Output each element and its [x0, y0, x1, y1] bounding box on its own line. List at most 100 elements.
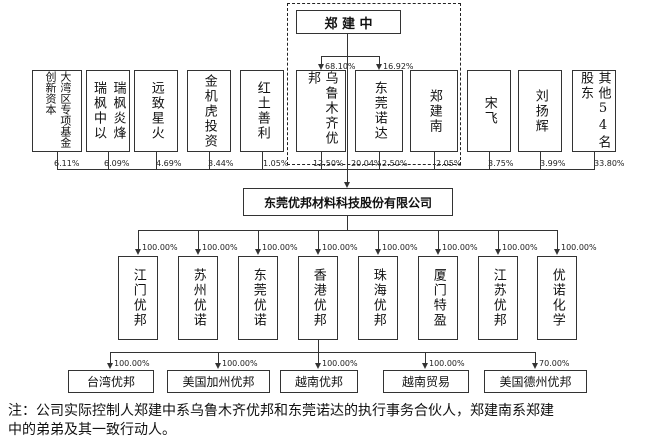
- shareholder-box-liu-yanghui: 刘扬辉: [518, 70, 562, 152]
- hk-subsidiary-box-vn-trade: 越南贸易: [383, 370, 469, 393]
- pct-label: 2.50%: [382, 159, 408, 168]
- shareholder-box-song-fei: 宋飞: [467, 70, 511, 152]
- connector: [209, 152, 210, 170]
- hk-subsidiary-box-us-de: 美国德州优邦: [484, 370, 587, 393]
- pct-label: 100.00%: [222, 359, 258, 368]
- subsidiary-label: 苏州优诺: [190, 268, 206, 328]
- arrow-head: [554, 249, 560, 255]
- connector-bus: [138, 230, 558, 231]
- shareholder-label: 宋飞: [481, 96, 497, 126]
- shareholder-box-dongguan-nuoda: 东莞诺达: [355, 70, 403, 152]
- footnote: 注：公司实际控制人郑建中系乌鲁木齐优邦和东莞诺达的执行事务合伙人，郑建南系郑建 …: [8, 402, 656, 440]
- connector: [535, 352, 536, 365]
- shareholder-box-jinjihu: 金机虎投资: [187, 70, 231, 152]
- shareholder-box-hongtu: 红土善利: [240, 70, 284, 152]
- connector: [378, 230, 379, 250]
- pct-label: 100.00%: [322, 359, 358, 368]
- subsidiary-label: 厦门特盈: [430, 268, 446, 328]
- arrow-head: [532, 363, 538, 369]
- connector: [347, 169, 348, 183]
- shareholder-label: 远致星火: [148, 81, 164, 141]
- shareholder-box-zheng-jiannan: 郑建南: [410, 70, 458, 152]
- shareholder-box-dawan: 大湾区专项基金创新资本: [32, 70, 82, 152]
- shareholder-label: 郑建南: [426, 88, 442, 134]
- connector: [594, 152, 595, 170]
- connector: [438, 230, 439, 250]
- connector: [318, 340, 319, 353]
- footnote-line: 中的弟弟及其一致行动人。: [8, 422, 176, 438]
- shareholder-label: 乌鲁木齐优邦: [305, 71, 338, 146]
- pct-label: 6.11%: [54, 159, 80, 168]
- subsidiary-box-suzhou: 苏州优诺: [178, 256, 218, 340]
- hk-subsidiary-box-vietnam: 越南优邦: [280, 370, 358, 393]
- pct-label: 20.04%: [351, 159, 382, 168]
- connector: [425, 352, 426, 365]
- pct-label: 100.00%: [442, 243, 478, 252]
- connector: [218, 352, 219, 365]
- pct-label: 33.80%: [594, 159, 625, 168]
- subsidiary-label: 东莞优诺: [250, 268, 266, 328]
- connector: [198, 230, 199, 250]
- arrow-head: [195, 249, 201, 255]
- connector: [318, 230, 319, 250]
- controller-box: 郑 建 中: [296, 10, 401, 34]
- hk-subsidiary-box-us-ca: 美国加州优邦: [167, 370, 270, 393]
- shareholder-label: 东莞诺达: [371, 81, 387, 141]
- connector: [108, 152, 109, 170]
- connector: [57, 152, 58, 170]
- pct-label: 70.00%: [539, 359, 570, 368]
- arrow-head: [107, 363, 113, 369]
- pct-label: 3.44%: [208, 159, 234, 168]
- subsidiary-label: 优诺化学: [549, 268, 565, 328]
- pct-label: 100.00%: [202, 243, 238, 252]
- pct-label: 68.10%: [325, 62, 356, 71]
- arrow-head: [435, 249, 441, 255]
- connector: [347, 62, 348, 170]
- shareholder-label: 其他54名股东: [578, 71, 611, 150]
- shareholder-label: 金机虎投资: [201, 73, 217, 149]
- hk-subsidiary-box-taiwan: 台湾优邦: [68, 370, 154, 393]
- arrow-head: [375, 249, 381, 255]
- connector: [557, 230, 558, 250]
- connector: [347, 216, 348, 230]
- arrow-head: [344, 182, 350, 188]
- shareholder-label: 刘扬辉: [532, 88, 548, 134]
- pct-label: 100.00%: [114, 359, 150, 368]
- controller-name: 郑 建 中: [324, 16, 373, 32]
- pct-label: 12.50%: [313, 159, 344, 168]
- subsidiary-box-jiangmen: 江门优邦: [118, 256, 158, 340]
- pct-label: 2.05%: [436, 159, 462, 168]
- connector: [258, 230, 259, 250]
- pct-label: 100.00%: [262, 243, 298, 252]
- controller-group-frame: [287, 3, 461, 165]
- connector: [262, 152, 263, 170]
- shareholder-label: 红土善利: [254, 81, 270, 141]
- subsidiary-label: 珠海优邦: [370, 268, 386, 328]
- pct-label: 100.00%: [561, 243, 597, 252]
- hk-subsidiary-label: 台湾优邦: [86, 375, 135, 389]
- pct-label: 6.09%: [104, 159, 130, 168]
- arrow-head: [318, 64, 324, 70]
- connector: [540, 152, 541, 170]
- shareholder-box-others: 其他54名股东: [572, 70, 616, 152]
- connector: [321, 56, 322, 66]
- pct-label: 100.00%: [322, 243, 358, 252]
- connector: [489, 152, 490, 170]
- shareholder-label: 大湾区专项基金创新资本: [44, 71, 72, 148]
- connector: [321, 56, 379, 57]
- subsidiary-label: 江苏优邦: [490, 268, 506, 328]
- hk-subsidiary-label: 美国加州优邦: [182, 375, 255, 389]
- hk-subsidiary-label: 越南优邦: [294, 375, 343, 389]
- subsidiary-box-younuo-chem: 优诺化学: [537, 256, 577, 340]
- arrow-head: [215, 363, 221, 369]
- subsidiary-box-zhuhai: 珠海优邦: [358, 256, 398, 340]
- shareholder-label: 瑞枫炎烽: [110, 81, 126, 141]
- connector: [434, 152, 435, 170]
- connector: [321, 152, 322, 170]
- pct-label: 100.00%: [382, 243, 418, 252]
- arrow-head: [422, 363, 428, 369]
- arrow-head: [376, 64, 382, 70]
- pct-label: 3.75%: [488, 159, 514, 168]
- subsidiary-box-xiamen: 厦门特盈: [418, 256, 458, 340]
